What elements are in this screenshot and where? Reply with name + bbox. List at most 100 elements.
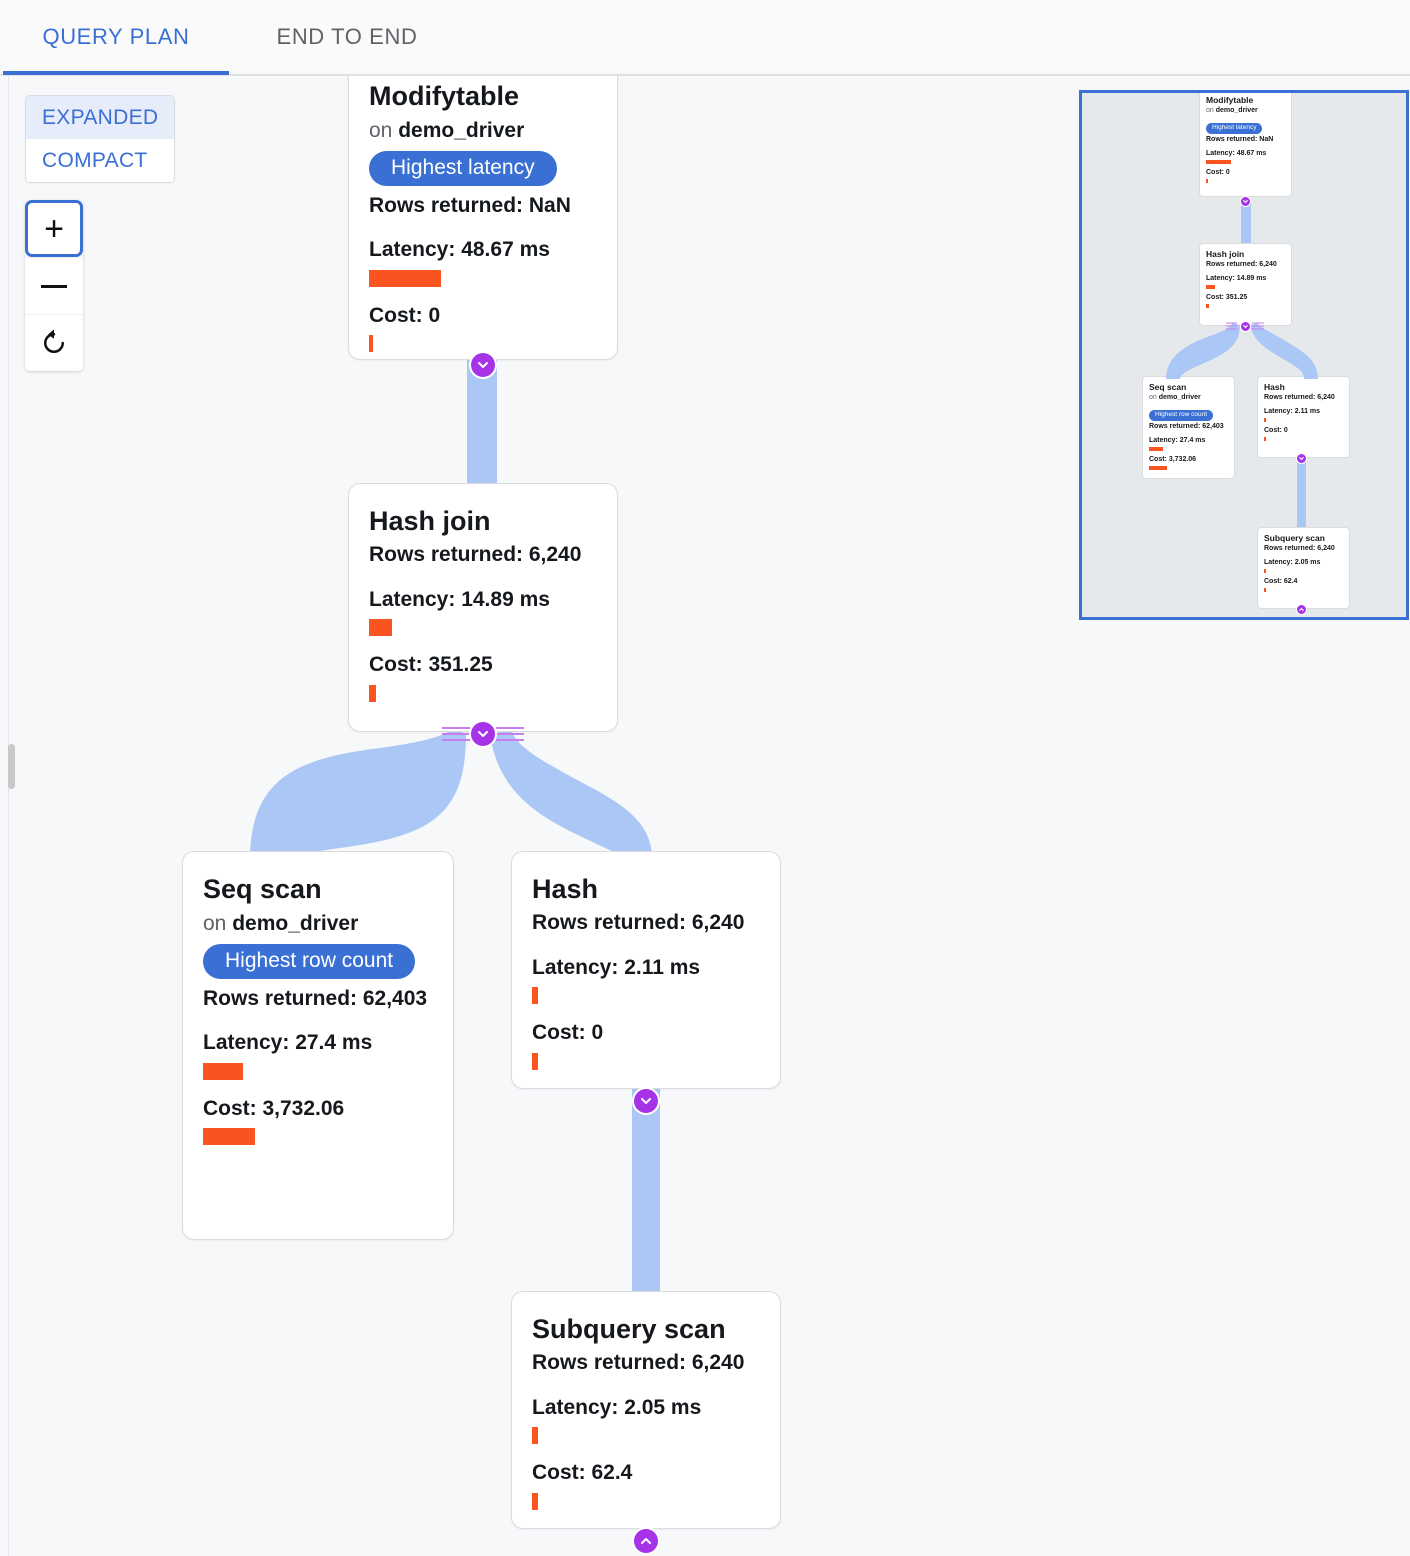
- active-tab-indicator: [3, 71, 229, 75]
- chevron-down-icon: [478, 731, 488, 737]
- plan-node-hash-join[interactable]: Hash join Rows returned: 6,240 Latency: …: [348, 483, 618, 732]
- tab-end-to-end[interactable]: END TO END: [232, 0, 462, 74]
- node-relation: on demo_driver: [203, 912, 359, 936]
- minimap-node-rows-returned: Rows returned: NaN: [1206, 135, 1274, 143]
- plan-node-hash[interactable]: Hash Rows returned: 6,240 Latency: 2.11 …: [511, 851, 781, 1089]
- node-relation-name: demo_driver: [232, 912, 359, 936]
- plan-node-modifytable[interactable]: Modifytable on demo_driver Highest laten…: [348, 76, 618, 360]
- edge-hash-subqueryscan: [632, 1089, 660, 1309]
- tab-query-plan-label: QUERY PLAN: [42, 24, 190, 49]
- view-mode-toggle[interactable]: EXPANDED COMPACT: [25, 95, 175, 183]
- minimap-collapse-toggle-hash[interactable]: [1296, 453, 1307, 464]
- node-cost: Cost: 0: [532, 1021, 604, 1045]
- tab-end-to-end-label: END TO END: [276, 24, 418, 49]
- collapse-toggle-modifytable[interactable]: [469, 351, 497, 379]
- minimap-node-rows-returned: Rows returned: 6,240: [1264, 393, 1335, 401]
- minimap-node-rows-returned: Rows returned: 62,403: [1149, 422, 1224, 430]
- minimap-node-cost: Cost: 62.4: [1264, 577, 1298, 585]
- latency-bar: [532, 1427, 538, 1445]
- node-title: Seq scan: [203, 874, 322, 904]
- node-cost: Cost: 62.4: [532, 1461, 633, 1485]
- chevron-down-icon: [478, 362, 488, 368]
- zoom-out-button[interactable]: [25, 257, 83, 314]
- minimap[interactable]: Modifytable on demo_driver Highest laten…: [1079, 90, 1409, 620]
- cost-bar: [203, 1128, 255, 1146]
- minimap-node-cost: Cost: 0: [1206, 168, 1230, 176]
- chevron-down-icon: [1243, 200, 1248, 203]
- plan-node-seq-scan[interactable]: Seq scan on demo_driver Highest row coun…: [182, 851, 454, 1240]
- minimap-edge-hashjoin-seqscan: [1166, 323, 1240, 379]
- collapse-toggle-hash-join[interactable]: [469, 720, 497, 748]
- minimap-edge-modifytable-hashjoin: [1241, 201, 1251, 259]
- query-plan-canvas[interactable]: EXPANDED COMPACT +: [0, 76, 1410, 1556]
- minimap-node-latency: Latency: 2.05 ms: [1264, 558, 1321, 566]
- minimap-node-cost: Cost: 3,732.06: [1149, 455, 1197, 463]
- minimap-node-rows-returned: Rows returned: 6,240: [1206, 260, 1277, 268]
- node-latency: Latency: 2.05 ms: [532, 1395, 702, 1419]
- minimap-node-relation-name: demo_driver: [1215, 106, 1258, 114]
- tab-query-plan[interactable]: QUERY PLAN: [3, 0, 229, 74]
- node-relation-name: demo_driver: [398, 119, 525, 143]
- minimap-expand-toggle-subquery-scan[interactable]: [1296, 604, 1307, 615]
- minimap-branch-split-lines: [1226, 322, 1264, 330]
- minimap-node-badge: Highest latency: [1206, 122, 1263, 134]
- minimap-node-latency: Latency: 2.11 ms: [1264, 407, 1321, 415]
- cost-bar: [369, 335, 373, 353]
- minimap-node-relation: on demo_driver: [1149, 393, 1201, 401]
- minimap-cost-bar: [1206, 178, 1208, 183]
- minimap-cost-bar: [1264, 437, 1266, 442]
- tab-bar: QUERY PLAN END TO END: [0, 0, 1410, 76]
- minimap-latency-bar: [1264, 417, 1266, 422]
- minimap-branch-edges: [1166, 323, 1318, 379]
- minimap-node-hash-join[interactable]: Hash join Rows returned: 6,240 Latency: …: [1199, 243, 1292, 326]
- minimap-latency-bar: [1149, 446, 1163, 451]
- minimap-node-title: Hash: [1264, 382, 1285, 392]
- minimap-node-title: Seq scan: [1149, 382, 1187, 392]
- view-mode-option-compact[interactable]: COMPACT: [26, 139, 174, 182]
- cost-bar: [369, 684, 376, 702]
- latency-bar: [369, 619, 392, 637]
- minimap-node-modifytable[interactable]: Modifytable on demo_driver Highest laten…: [1199, 93, 1292, 197]
- node-title: Hash join: [369, 506, 491, 536]
- minimap-cost-bar: [1264, 588, 1266, 593]
- node-relation: on demo_driver: [369, 119, 525, 143]
- minimap-cost-bar: [1206, 304, 1209, 309]
- minimap-collapse-toggle-modifytable[interactable]: [1240, 196, 1251, 207]
- minimap-node-subquery-scan[interactable]: Subquery scan Rows returned: 6,240 Laten…: [1257, 527, 1350, 609]
- plan-node-subquery-scan[interactable]: Subquery scan Rows returned: 6,240 Laten…: [511, 1291, 781, 1529]
- node-rows-returned: Rows returned: 6,240: [369, 543, 582, 567]
- view-mode-option-expanded[interactable]: EXPANDED: [26, 96, 174, 139]
- zoom-controls[interactable]: +: [25, 200, 83, 371]
- reset-view-button[interactable]: [25, 314, 83, 371]
- node-latency: Latency: 48.67 ms: [369, 238, 550, 262]
- minimap-node-badge: Highest row count: [1149, 409, 1214, 421]
- cost-bar: [532, 1492, 538, 1510]
- minimap-node-latency: Latency: 48.67 ms: [1206, 149, 1267, 157]
- expand-toggle-subquery-scan[interactable]: [632, 1527, 660, 1555]
- minimap-node-cost: Cost: 351.25: [1206, 293, 1248, 301]
- node-badge: Highest row count: [203, 943, 416, 979]
- node-title: Subquery scan: [532, 1314, 726, 1344]
- minimap-node-latency: Latency: 14.89 ms: [1206, 274, 1267, 282]
- minimap-node-relation: on demo_driver: [1206, 106, 1258, 114]
- minimap-node-title: Hash join: [1206, 249, 1245, 259]
- latency-bar: [369, 269, 441, 287]
- canvas-resize-handle[interactable]: [8, 744, 15, 789]
- minimap-collapse-toggle-hash-join[interactable]: [1240, 321, 1251, 332]
- minus-icon: [41, 284, 67, 288]
- minimap-node-relation-name: demo_driver: [1158, 393, 1201, 401]
- reset-rotate-ccw-icon: [44, 329, 64, 353]
- collapse-toggle-hash[interactable]: [632, 1087, 660, 1115]
- node-cost: Cost: 351.25: [369, 653, 493, 677]
- node-latency: Latency: 27.4 ms: [203, 1031, 373, 1055]
- latency-bar: [532, 987, 538, 1005]
- branch-split-lines: [442, 727, 524, 741]
- zoom-in-button[interactable]: +: [25, 200, 83, 257]
- minimap-node-seq-scan[interactable]: Seq scan on demo_driver Highest row coun…: [1142, 376, 1235, 479]
- minimap-node-latency: Latency: 27.4 ms: [1149, 436, 1206, 444]
- view-mode-compact-label: COMPACT: [42, 148, 148, 172]
- minimap-node-rows-returned: Rows returned: 6,240: [1264, 544, 1335, 552]
- edge-layer: [250, 360, 660, 1309]
- node-rows-returned: Rows returned: 6,240: [532, 1351, 745, 1375]
- node-cost: Cost: 3,732.06: [203, 1096, 345, 1120]
